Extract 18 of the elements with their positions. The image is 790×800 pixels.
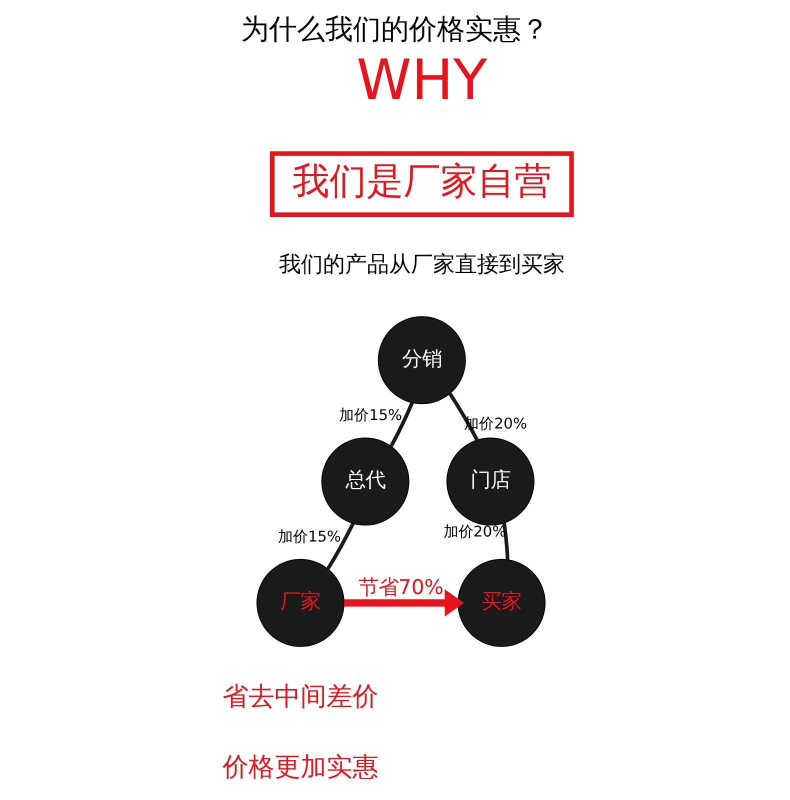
node-box: 我们是厂家自营 [270, 151, 574, 217]
node-circle: 分销 [378, 316, 466, 404]
edge-label: 节省70% [358, 575, 444, 600]
connector [326, 522, 355, 570]
connector [390, 402, 414, 448]
diagram-title: 为什么我们的价格实惠？ [241, 12, 549, 46]
label: 省去中间差价 [222, 682, 378, 712]
arrow [344, 589, 464, 617]
connector [502, 522, 510, 560]
label: 我们的产品从厂家直接到买家 [278, 251, 565, 278]
node-circle: 厂家 [256, 558, 344, 647]
edge-label: 加价15% [278, 528, 342, 546]
node-circle: 门店 [446, 438, 534, 526]
label: 价格更加实惠 [222, 752, 378, 783]
node-circle: 总代 [321, 438, 410, 526]
label: WHY [356, 48, 488, 113]
node-circle: 买家 [458, 558, 546, 647]
edge-label: 加价15% [339, 406, 402, 424]
